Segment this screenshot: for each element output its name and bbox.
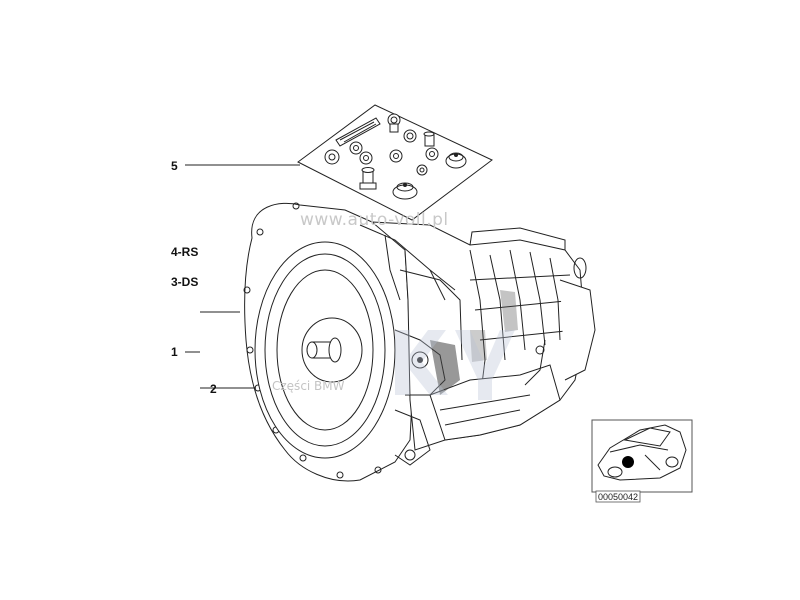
kit-nut-4 [389, 149, 403, 163]
leader-lines [185, 164, 300, 389]
site-watermark: www.auto-voll.pl [300, 210, 449, 230]
kit-plug-2 [359, 167, 377, 190]
logo-watermark [395, 330, 515, 400]
hardware-kit-card [297, 104, 493, 221]
kit-nut-6 [416, 164, 428, 176]
input-shaft [306, 337, 342, 363]
kit-cap-2 [392, 182, 418, 200]
kit-cap-1 [445, 152, 467, 169]
kit-nut-1 [324, 149, 340, 165]
parts-watermark: Części BMW [272, 379, 345, 393]
car-silhouette [597, 424, 687, 481]
transmission-assembly [243, 202, 596, 482]
callout-item-4-rs: 4-RS [171, 245, 198, 259]
callout-item-2: 2 [210, 382, 217, 396]
reference-code: 00050042 [598, 492, 638, 502]
callout-item-5: 5 [171, 159, 178, 173]
location-marker [622, 456, 634, 468]
kit-nut-2 [349, 141, 363, 155]
callout-item-3-ds: 3-DS [171, 275, 198, 289]
kit-bolt-2 [403, 129, 417, 143]
kit-nut-3 [359, 151, 373, 165]
kit-bolt-1 [387, 113, 401, 133]
callout-item-1: 1 [171, 345, 178, 359]
vehicle-locator-thumbnail: 00050042 [591, 419, 693, 503]
kit-plug-1 [423, 131, 435, 147]
kit-nut-5 [425, 147, 439, 161]
